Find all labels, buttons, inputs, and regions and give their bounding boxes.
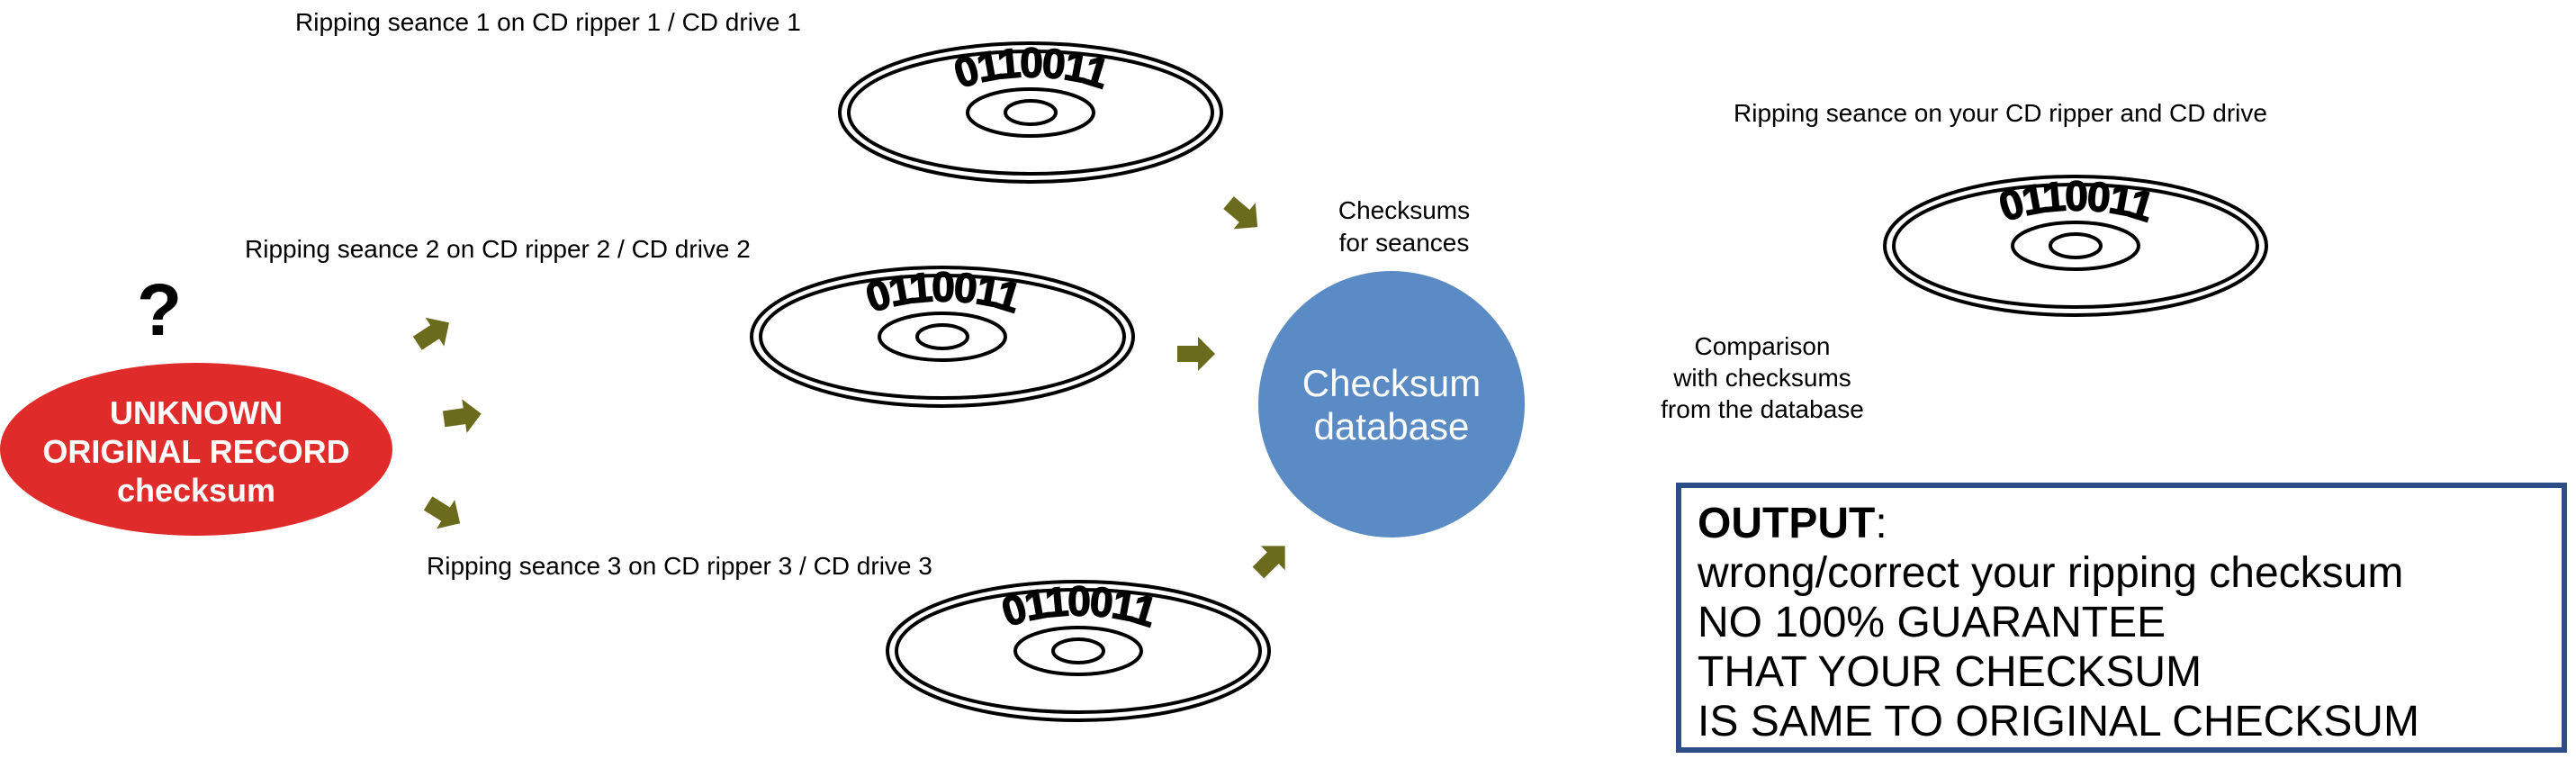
- label-your-seance: Ripping seance on your CD ripper and CD …: [1734, 99, 2267, 127]
- output-line-3: THAT YOUR CHECKSUM: [1698, 648, 2202, 696]
- disc-inner-ring: [847, 50, 1214, 176]
- arrow-disc-2-to-database: [1177, 337, 1215, 371]
- output-title: OUTPUT: [1698, 500, 1876, 547]
- label-seance-2: Ripping seance 2 on CD ripper 2 / CD dri…: [245, 235, 751, 263]
- output-title-line: OUTPUT:: [1698, 499, 2545, 548]
- svg-text:ORIGINAL RECORD: ORIGINAL RECORD: [42, 433, 349, 470]
- output-line-2: NO 100% GUARANTEE: [1698, 599, 2166, 646]
- arrow-record-to-disc-2: [442, 399, 482, 433]
- svg-text:Checksum: Checksum: [1302, 362, 1481, 404]
- output-line-4: IS SAME TO ORIGINAL CHECKSUM: [1698, 698, 2419, 745]
- disc-hole: [1051, 637, 1105, 664]
- svg-text:for seances: for seances: [1339, 229, 1470, 257]
- output-box: OUTPUT: wrong/correct your ripping check…: [1676, 483, 2567, 753]
- label-seance-3: Ripping seance 3 on CD ripper 3 / CD dri…: [427, 552, 932, 580]
- disc-outer-ring: [1883, 175, 2268, 317]
- database-circle: [1258, 271, 1525, 538]
- label-checksums-for-seances: Checksums for seances: [1338, 196, 1470, 257]
- svg-text:UNKNOWN: UNKNOWN: [110, 394, 283, 431]
- cd-disc-2: 0110011: [750, 263, 1135, 408]
- question-mark: ?: [137, 269, 182, 351]
- disc-hole: [915, 323, 969, 350]
- disc-inner-ring: [1892, 183, 2259, 309]
- label-comparison: Comparison with checksums from the datab…: [1661, 332, 1864, 423]
- disc-hub-ring: [966, 87, 1095, 138]
- arrow-record-to-seance-2: [412, 317, 449, 350]
- arrow-disc-1-to-database: [1223, 196, 1258, 230]
- disc-hole: [1004, 99, 1058, 126]
- cd-disc-1: 0110011: [838, 39, 1223, 184]
- arrow-disc-3-to-database: [1252, 546, 1285, 579]
- svg-text:Comparison: Comparison: [1695, 332, 1831, 360]
- svg-text:checksum: checksum: [117, 472, 275, 509]
- disc-outer-ring: [886, 580, 1271, 722]
- disc-hole: [2049, 232, 2103, 259]
- arrows: [412, 196, 1285, 579]
- svg-text:Checksums: Checksums: [1338, 196, 1470, 224]
- disc-hub-ring: [1013, 626, 1143, 676]
- output-line-1: wrong/correct your ripping checksum: [1698, 549, 2404, 597]
- disc-outer-ring: [838, 41, 1223, 184]
- unknown-record-ellipse: [0, 363, 392, 536]
- disc-hub-ring: [2011, 221, 2140, 271]
- svg-text:from the database: from the database: [1661, 395, 1864, 423]
- svg-text:with checksums: with checksums: [1672, 364, 1851, 392]
- output-title-suffix: :: [1875, 500, 1887, 547]
- unknown-original-record: UNKNOWN ORIGINAL RECORD checksum: [0, 363, 392, 536]
- disc-inner-ring: [759, 274, 1126, 400]
- cd-disc-3: 0110011: [886, 577, 1271, 722]
- disc-inner-ring: [895, 588, 1262, 714]
- checksum-database: Checksum database: [1258, 271, 1525, 538]
- arrow-record-to-seance-3: [423, 496, 461, 529]
- cd-disc-yours: 0110011: [1883, 172, 2268, 317]
- disc-hub-ring: [878, 312, 1007, 362]
- disc-outer-ring: [750, 266, 1135, 408]
- label-seance-1: Ripping seance 1 on CD ripper 1 / CD dri…: [295, 8, 801, 36]
- svg-text:database: database: [1314, 405, 1470, 447]
